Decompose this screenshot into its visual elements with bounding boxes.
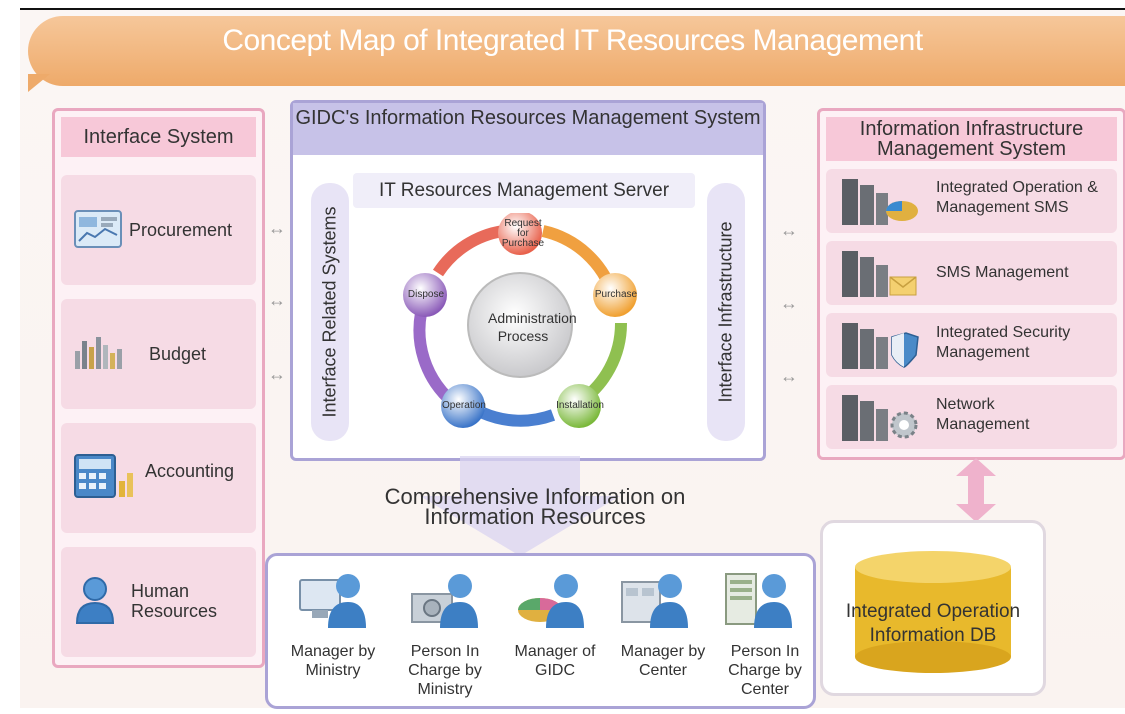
calculator-icon	[74, 454, 133, 498]
infra-item-integrated-operation: Integrated Operation & Management SMS	[826, 169, 1117, 233]
human-resources-label: Human Resources	[131, 581, 218, 621]
server-person-icon	[621, 574, 688, 628]
interface-item-label: Human Resources	[131, 581, 241, 621]
infra-item-sms-management: SMS Management	[826, 241, 1117, 305]
interface-item-label: Budget	[149, 344, 207, 364]
role-person-in-charge-by-center: Person In Charge by Center	[728, 643, 802, 698]
cycle-node-dispose	[403, 273, 447, 317]
double-arrow-icon: ↔	[780, 366, 798, 386]
it-resources-server-label: IT Resources Management Server	[353, 173, 695, 208]
down-arrow-icon	[420, 456, 620, 556]
server-pie-icon	[842, 179, 918, 225]
title-banner	[28, 16, 1125, 86]
double-arrow-icon: ↔	[268, 290, 286, 310]
cycle-arc	[480, 407, 556, 427]
cycle-arc	[432, 225, 505, 277]
infra-item-label: Network Management	[936, 396, 1030, 433]
server-shield-icon	[842, 323, 919, 369]
db-panel: Integrated Operation Information DB	[820, 520, 1046, 696]
interface-item-budget: Budget	[61, 299, 256, 409]
pie-person-icon	[518, 574, 584, 628]
role-manager-by-ministry: Manager by Ministry	[290, 643, 376, 679]
interface-related-systems-label: Interface Related Systems	[319, 206, 340, 418]
interface-item-label: Accounting	[145, 461, 235, 481]
interface-system-panel: Interface System Procurement Budget	[52, 108, 265, 668]
interface-infrastructure-label: Interface Infrastructure	[715, 221, 736, 403]
gidc-panel: GIDC's Information Resources Management …	[290, 100, 766, 461]
infra-item-label: Integrated Operation & Management SMS	[936, 179, 1098, 216]
cycle-label-purchase: Purchase	[594, 289, 638, 300]
cycle-label-dispose: Dispose	[407, 289, 445, 300]
infra-item-label: Integrated Security Management	[936, 324, 1071, 361]
cycle-node-request	[498, 213, 542, 255]
roles-panel: Manager by Ministry Person In Charge by …	[265, 553, 816, 709]
interface-item-procurement: Procurement	[61, 175, 256, 285]
gidc-heading: GIDC's Information Resources Management …	[293, 103, 763, 155]
top-rule	[20, 8, 1125, 10]
cycle-label-operation: Operation	[442, 400, 486, 411]
infrastructure-panel: Information Infrastructure Management Sy…	[817, 108, 1125, 460]
budget-chart-icon	[75, 337, 122, 369]
interface-item-human-resources: Human Resources	[61, 547, 256, 657]
cycle-label-center: Administration Process	[488, 310, 577, 344]
vertical-double-arrow-icon	[956, 458, 996, 522]
banner-notch	[28, 74, 50, 92]
database-cylinder-icon	[855, 551, 1011, 673]
double-arrow-icon: ↔	[780, 293, 798, 313]
double-arrow-icon: ↔	[268, 218, 286, 238]
server-gear-icon	[842, 395, 918, 441]
interface-related-systems-bar: Interface Related Systems	[311, 183, 349, 441]
administration-process-circle	[467, 272, 573, 378]
cycle-node-installation	[557, 384, 601, 428]
administration-cycle	[403, 213, 637, 428]
comprehensive-information-label: Comprehensive Information on Information…	[384, 484, 686, 529]
cycle-node-operation	[441, 384, 485, 428]
gear-person-icon	[411, 574, 478, 628]
interface-item-accounting: Accounting	[61, 423, 256, 533]
double-arrow-icon: ↔	[780, 220, 798, 240]
infra-item-label: SMS Management	[936, 264, 1069, 281]
procurement-icon	[74, 210, 122, 248]
role-person-in-charge-by-ministry: Person In Charge by Ministry	[408, 643, 482, 698]
role-manager-of-gidc: Manager of GIDC	[514, 643, 596, 679]
infrastructure-heading: Information Infrastructure Management Sy…	[826, 117, 1117, 161]
cycle-arc	[413, 311, 453, 403]
rack-person-icon	[725, 573, 792, 628]
interface-item-label: Procurement	[129, 220, 233, 240]
interface-infrastructure-bar: Interface Infrastructure	[707, 183, 745, 441]
cycle-label-installation: Installation	[556, 400, 604, 411]
cycle-label-request: Request for Purchase	[501, 218, 545, 249]
interface-system-heading: Interface System	[61, 117, 256, 157]
infra-item-integrated-security: Integrated Security Management	[826, 313, 1117, 377]
person-icon	[75, 577, 115, 624]
page-title: Concept Map of Integrated IT Resources M…	[222, 24, 923, 57]
server-envelope-icon	[842, 251, 917, 297]
infra-item-network-management: Network Management	[826, 385, 1117, 449]
double-arrow-icon: ↔	[268, 364, 286, 384]
monitor-person-icon	[299, 574, 366, 628]
db-label: Integrated Operation Information DB	[845, 601, 1021, 646]
cycle-node-purchase	[593, 273, 637, 317]
role-manager-by-center: Manager by Center	[620, 643, 706, 679]
